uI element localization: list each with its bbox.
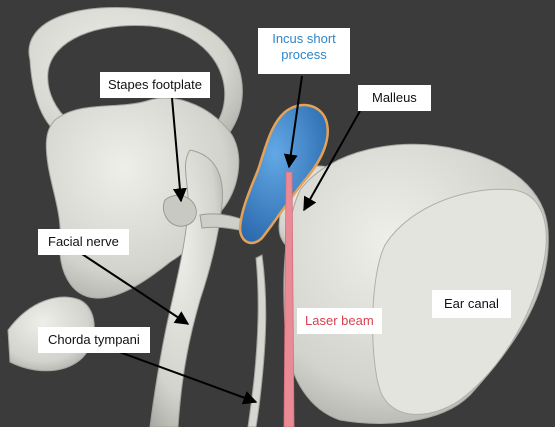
label-stapes-footplate: Stapes footplate	[100, 72, 210, 98]
label-facial-nerve: Facial nerve	[38, 229, 129, 255]
laser-beam	[284, 172, 294, 427]
label-ear-canal: Ear canal	[432, 290, 511, 318]
label-chorda-tympani: Chorda tympani	[38, 327, 150, 353]
label-incus-short-process: Incus short process	[258, 28, 350, 74]
label-laser-beam: Laser beam	[297, 308, 382, 334]
label-malleus: Malleus	[358, 85, 431, 111]
